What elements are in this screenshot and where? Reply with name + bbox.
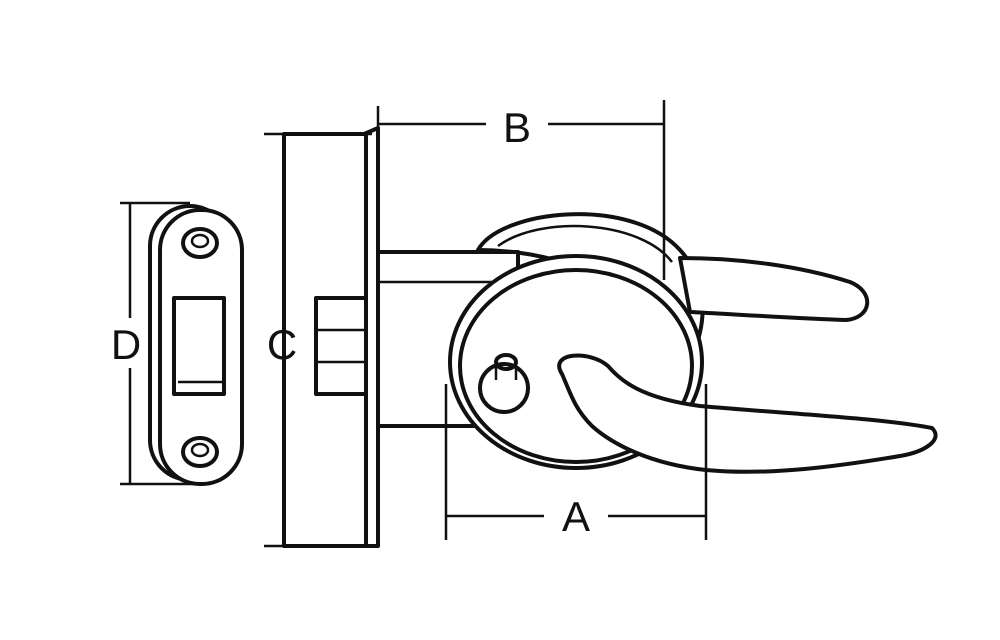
back-lever — [678, 256, 870, 322]
strike-top-screw-hole — [181, 227, 219, 259]
lock-button — [478, 353, 530, 414]
dimension-label-b: B — [503, 104, 531, 151]
dimension-label-c: C — [267, 321, 297, 368]
dimension-b: B — [376, 100, 666, 280]
dimension-c: C — [264, 132, 372, 548]
dimension-a: A — [444, 384, 708, 540]
strike-bottom-screw-hole — [181, 436, 219, 468]
strike-latch-opening — [172, 296, 226, 396]
front-lever — [557, 353, 938, 474]
dimension-label-a: A — [562, 493, 590, 540]
latch-bolt — [314, 296, 368, 396]
dimension-label-d: D — [111, 321, 141, 368]
dimension-d: D — [111, 201, 200, 486]
strike-plate — [148, 204, 244, 486]
